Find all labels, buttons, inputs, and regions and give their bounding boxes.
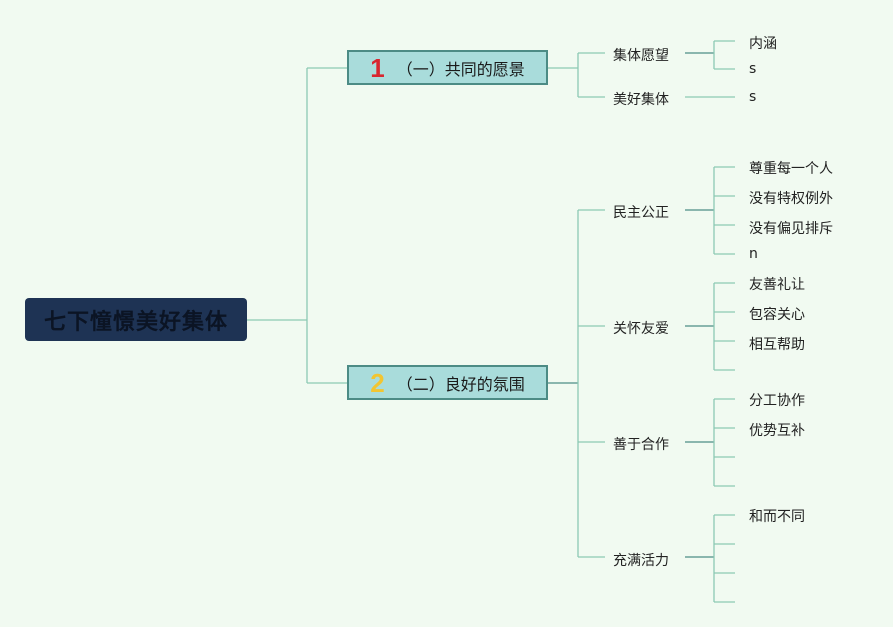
root-title: 七下憧憬美好集体: [43, 309, 228, 335]
section-node-1[interactable]: 1 （一）共同的愿景: [347, 50, 548, 85]
section-2-connector: [577, 209, 605, 558]
root-connector: [247, 67, 347, 384]
leaf-connotation[interactable]: 内涵: [749, 36, 777, 52]
leaf-harmony-diversity[interactable]: 和而不同: [749, 509, 805, 525]
section-node-2[interactable]: 2 （二）良好的氛围: [347, 365, 548, 400]
section-title-1: （一）共同的愿景: [396, 59, 525, 79]
topic-care-friendship[interactable]: 关怀友爱: [613, 321, 669, 337]
topic-vitality[interactable]: 充满活力: [613, 553, 669, 569]
leaf-n[interactable]: n: [749, 246, 758, 262]
topic-cooperation[interactable]: 善于合作: [613, 437, 669, 453]
topic-1-leaf-connector: [713, 40, 735, 70]
leaf-respect-everyone[interactable]: 尊重每一个人: [749, 161, 833, 177]
topic-democracy-fairness[interactable]: 民主公正: [613, 205, 669, 221]
root-node[interactable]: 七下憧憬美好集体: [25, 298, 247, 341]
group-2-leaf-connector: [713, 398, 735, 487]
section-1-connector: [548, 52, 605, 98]
group-3-leaf-connector: [713, 514, 735, 603]
section-number-1: 1: [370, 52, 385, 83]
leaf-s-2[interactable]: s: [749, 89, 757, 105]
topic-collective-aspiration[interactable]: 集体愿望: [613, 48, 669, 64]
topic-good-collective[interactable]: 美好集体: [613, 92, 669, 108]
group-0-leaf-connector: [713, 166, 735, 255]
leaf-complementary-strengths[interactable]: 优势互补: [749, 423, 805, 439]
leaf-s-1[interactable]: s: [749, 61, 757, 77]
leaf-no-privilege[interactable]: 没有特权例外: [749, 191, 833, 207]
leaf-division-of-labor[interactable]: 分工协作: [749, 393, 805, 409]
leaf-friendly-courtesy[interactable]: 友善礼让: [749, 277, 805, 293]
leaf-no-prejudice[interactable]: 没有偏见排斥: [749, 221, 833, 237]
leaf-tolerance-care[interactable]: 包容关心: [749, 307, 805, 323]
group-1-leaf-connector: [713, 282, 735, 371]
section-title-2: （二）良好的氛围: [396, 374, 525, 394]
section-number-2: 2: [370, 367, 385, 398]
leaf-mutual-help[interactable]: 相互帮助: [749, 337, 805, 353]
